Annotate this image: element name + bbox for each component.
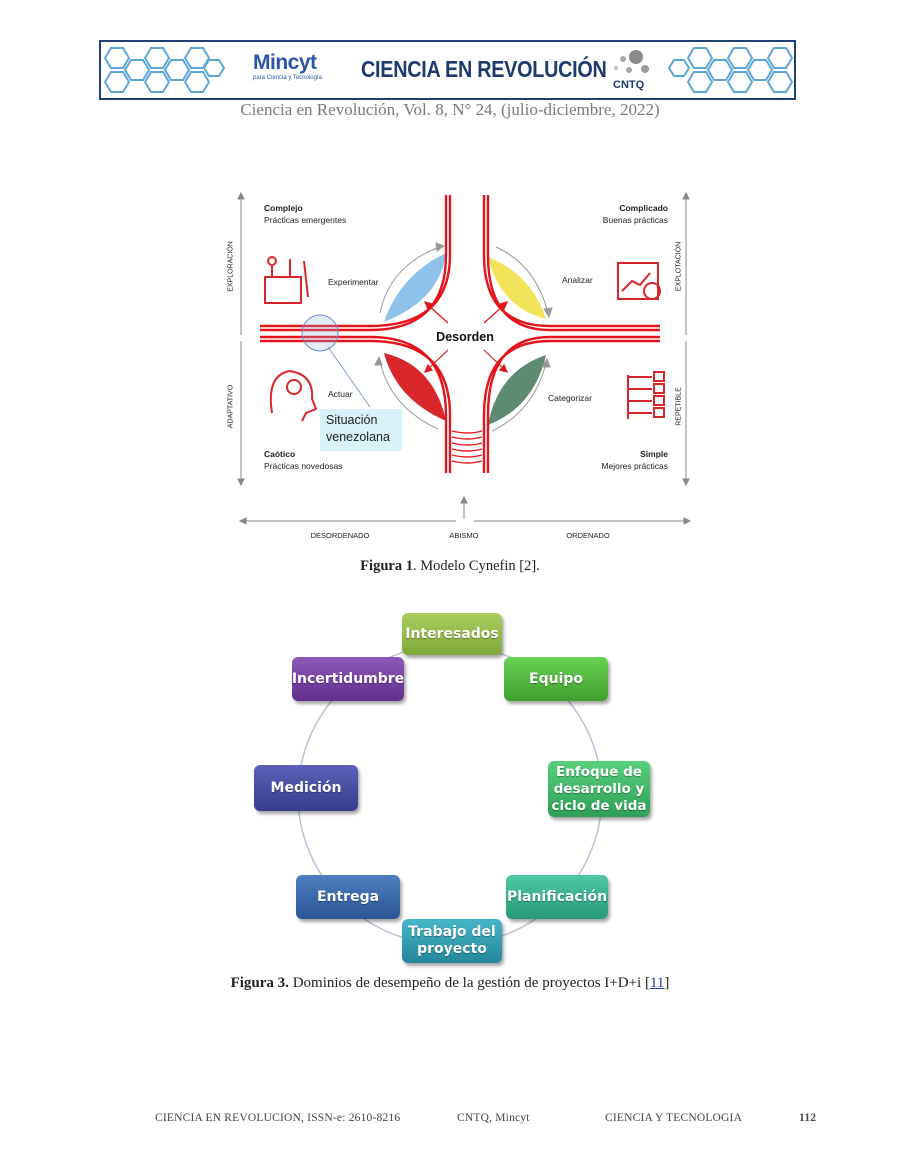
chart-magnifier-icon — [617, 262, 661, 300]
footer-journal-issn: CIENCIA EN REVOLUCION, ISSN-e: 2610-8216 — [155, 1112, 401, 1124]
situation-label-line2: venezolana — [326, 430, 390, 444]
quadrant-complex-title: Complejo — [264, 203, 303, 213]
mincyt-logo-text: Mincyt — [253, 51, 317, 74]
node-stakeholders: Interesados — [402, 613, 502, 655]
head-gear-icon — [269, 369, 318, 422]
side-label-exploration: EXPLORACIÓN — [227, 241, 235, 292]
cntq-logo: CNTQ — [609, 48, 659, 94]
situation-label-line1: Situación — [326, 413, 378, 427]
footer-section: CIENCIA Y TECNOLOGIA — [605, 1112, 743, 1124]
node-development-approach: Enfoque de desarrollo y ciclo de vida — [548, 761, 650, 817]
node-measurement: Medición — [254, 765, 358, 811]
blue-wedge — [384, 253, 446, 322]
node-project-work-line1: Trabajo del — [408, 924, 496, 940]
figure-3-caption-end: ] — [664, 975, 670, 991]
quadrant-complicated-subtitle: Buenas prácticas — [602, 215, 668, 225]
quadrant-chaotic-title: Caótico — [264, 449, 296, 459]
node-approach-line1: Enfoque de — [556, 763, 642, 780]
figure-1-caption: Figura 1. Modelo Cynefin [2]. — [0, 558, 900, 575]
figure-3-caption-text: Dominios de desempeño de la gestión de p… — [288, 975, 650, 991]
figure-3-caption-label: Figura 3. — [230, 975, 289, 991]
bottom-label-abyss: ABISMO — [449, 531, 479, 540]
hexagon-pattern-left — [103, 47, 226, 93]
red-wedge — [384, 353, 446, 421]
side-label-adaptive: ADAPTATIVO — [227, 384, 235, 429]
figure-1-cynefin: Complejo Prácticas emergentes Complicado… — [220, 185, 700, 545]
quadrant-simple-subtitle: Mejores prácticas — [601, 461, 668, 471]
side-label-repeatable: REPETIBLE — [675, 387, 683, 426]
journal-citation-line: Ciencia en Revolución, Vol. 8, N° 24, (j… — [240, 100, 660, 119]
page-footer: CIENCIA EN REVOLUCION, ISSN-e: 2610-8216… — [155, 1112, 825, 1132]
action-experiment: Experimentar — [328, 277, 379, 287]
green-wedge — [488, 355, 546, 425]
action-categorize: Categorizar — [548, 393, 592, 403]
bottom-label-ordered: ORDENADO — [566, 531, 610, 540]
banner-title: CIENCIA EN REVOLUCIÓN — [361, 56, 607, 82]
node-team: Equipo — [504, 657, 608, 701]
action-analyze: Analizar — [562, 275, 593, 285]
cynefin-diagram — [237, 191, 692, 525]
yellow-wedge — [488, 257, 546, 319]
situation-marker — [301, 314, 339, 352]
sorting-list-icon — [627, 371, 665, 419]
node-uncertainty: Incertidumbre — [292, 657, 404, 701]
molecule-icon — [614, 50, 649, 73]
figure-3-caption: Figura 3. Dominios de desempeño de la ge… — [0, 975, 900, 992]
side-label-exploitation: EXPLOTACIÓN — [675, 241, 683, 292]
figure-1-caption-text: . Modelo Cynefin [2]. — [412, 558, 540, 574]
node-project-work: Trabajo del proyecto — [402, 919, 502, 963]
header-banner: Mincyt para Ciencia y Tecnología CIENCIA… — [99, 40, 796, 100]
center-disorder-label: Desorden — [436, 330, 494, 344]
node-planning: Planificación — [506, 875, 608, 919]
hexagon-pattern-right — [667, 47, 794, 93]
figure-1-caption-label: Figura 1 — [360, 558, 413, 574]
node-delivery: Entrega — [296, 875, 400, 919]
action-act: Actuar — [328, 389, 353, 399]
reference-link-11[interactable]: 11 — [649, 975, 665, 991]
quadrant-complicated-title: Complicado — [619, 203, 668, 213]
quadrant-chaotic-subtitle: Prácticas novedosas — [264, 461, 343, 471]
footer-publisher: CNTQ, Mincyt — [457, 1112, 530, 1124]
mincyt-logo-subtitle: para Ciencia y Tecnología — [253, 75, 322, 81]
quadrant-complex-subtitle: Prácticas emergentes — [264, 215, 347, 225]
page-number: 112 — [799, 1112, 817, 1124]
bottom-label-disordered: DESORDENADO — [310, 531, 370, 540]
situation-venezolana-box: Situación venezolana — [320, 409, 402, 451]
node-approach-line3: ciclo de vida — [551, 797, 647, 814]
lab-flask-icon — [264, 256, 309, 304]
node-approach-line2: desarrollo y — [553, 780, 645, 797]
quadrant-simple-title: Simple — [640, 449, 668, 459]
cntq-logo-text: CNTQ — [613, 79, 645, 91]
node-project-work-line2: proyecto — [417, 941, 487, 957]
figure-3-performance-domains: Interesados Equipo Enfoque de desarrollo… — [240, 605, 660, 965]
mincyt-logo: Mincyt para Ciencia y Tecnología — [253, 52, 333, 92]
